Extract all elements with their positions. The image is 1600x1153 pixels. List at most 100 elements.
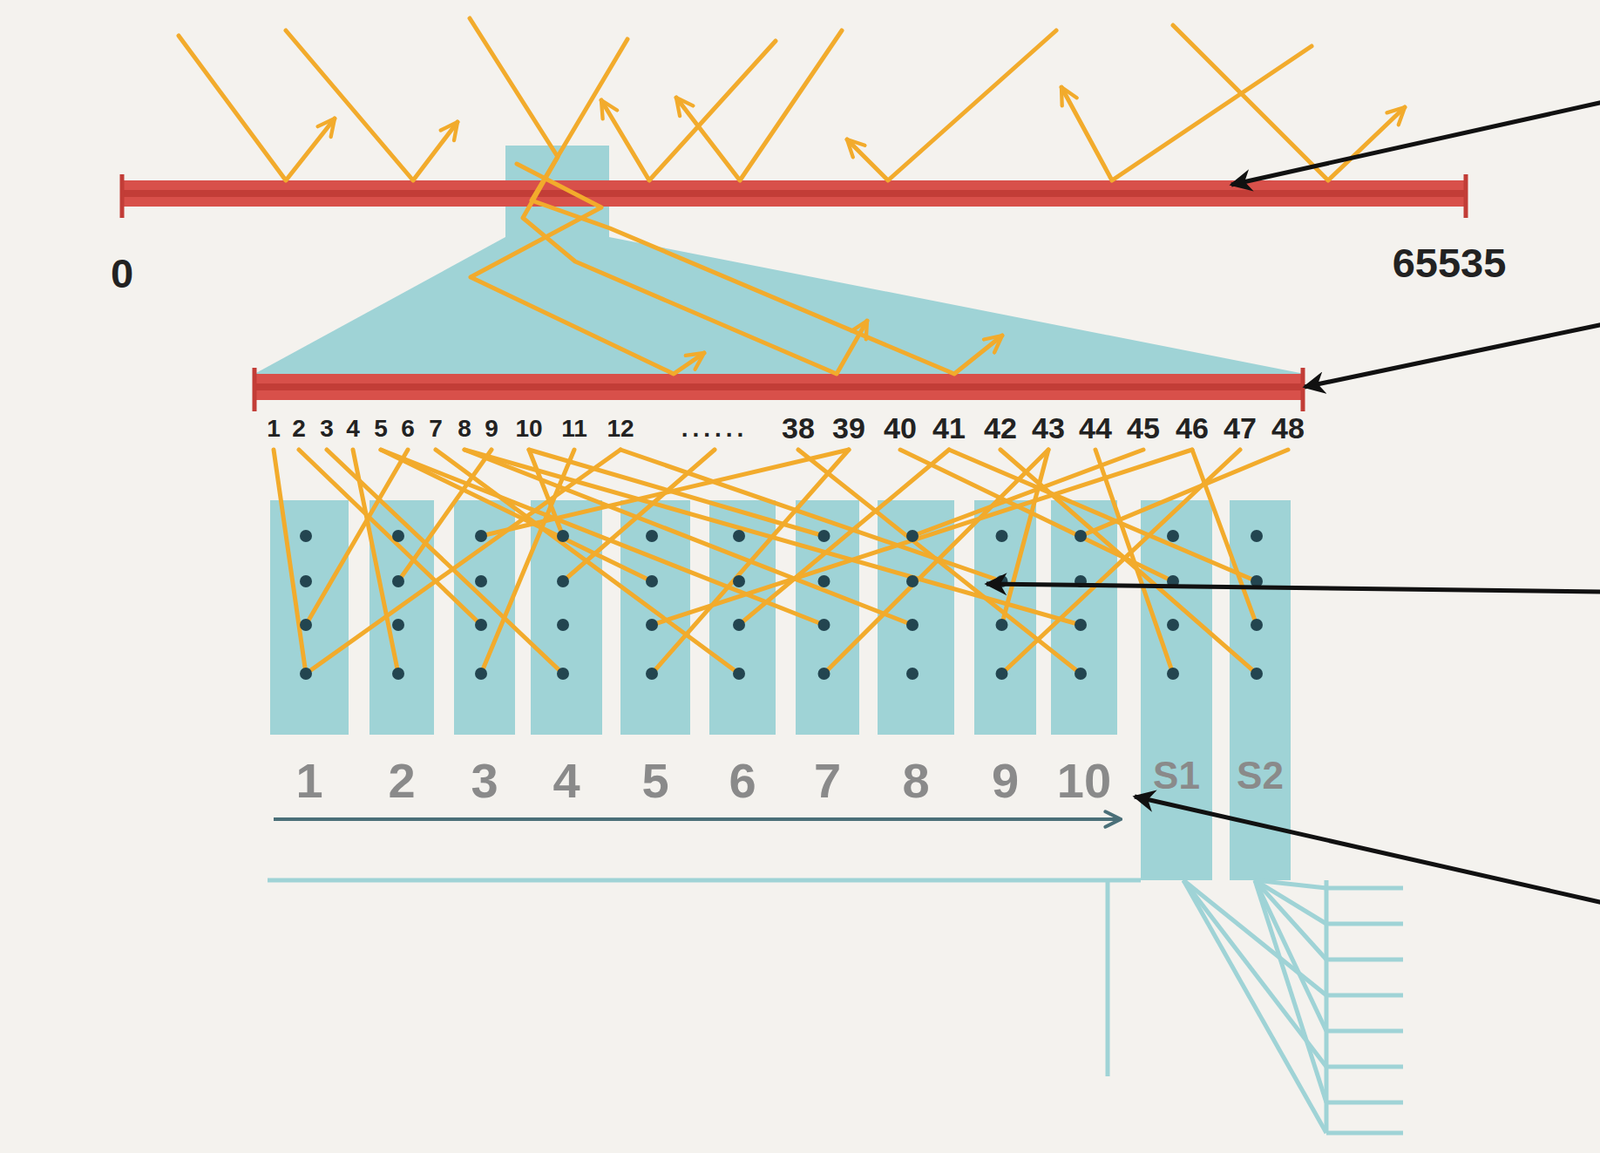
socket-dot — [474, 575, 488, 588]
column-number: 6 — [709, 751, 776, 810]
mapping-line — [651, 449, 1193, 625]
socket-dot — [1074, 529, 1087, 543]
slot-number: 43 — [1031, 411, 1065, 446]
socket-dot — [392, 575, 405, 588]
socket-dot — [299, 529, 312, 543]
socket-dot — [474, 618, 488, 631]
traffic-lines — [178, 18, 1405, 674]
mapping-line — [1080, 449, 1289, 536]
mapping-line — [1095, 449, 1173, 674]
column-number: 4 — [530, 751, 603, 810]
slot-number: 7 — [428, 414, 443, 443]
slot-number: 44 — [1078, 411, 1112, 446]
socket-dot — [1166, 618, 1180, 631]
slot-number: 42 — [983, 411, 1017, 446]
socket-dot — [474, 667, 488, 680]
column-number: S2 — [1229, 752, 1291, 800]
slot-number: 47 — [1223, 411, 1257, 446]
mapping-line — [528, 449, 825, 536]
socket-dot — [645, 575, 658, 588]
slot-number: 2 — [291, 414, 306, 443]
slot-number: 6 — [400, 414, 415, 443]
mapping-line — [528, 449, 563, 536]
slot-number: 46 — [1175, 411, 1209, 446]
slot-column: 2 — [369, 500, 434, 881]
socket-dot — [732, 529, 746, 543]
socket-dot — [906, 575, 919, 588]
socket-dot — [556, 529, 570, 543]
socket-dot — [1250, 667, 1263, 680]
range-end-label: 65535 — [1392, 239, 1507, 287]
column-number: 5 — [620, 751, 691, 810]
slot-number: 4 — [345, 414, 360, 443]
slot-number: 40 — [883, 411, 917, 446]
slot-column: 10 — [1050, 500, 1118, 881]
slot-number: 45 — [1126, 411, 1160, 446]
socket-dot — [392, 618, 405, 631]
socket-dot — [906, 529, 919, 543]
wiring — [267, 880, 1404, 1133]
slot-number: 3 — [319, 414, 334, 443]
socket-dot — [732, 575, 746, 588]
mapping-line — [298, 449, 482, 625]
socket-dot — [645, 667, 658, 680]
socket-dot — [818, 667, 831, 680]
slot-number: 48 — [1271, 411, 1305, 446]
range-end-label: 0 — [110, 250, 134, 298]
socket-dots — [299, 529, 1263, 680]
slot-number: 11 — [561, 414, 588, 443]
column-number: 3 — [454, 751, 516, 810]
slot-bar — [252, 367, 1305, 412]
socket-dot — [818, 575, 831, 588]
mapping-line — [398, 449, 492, 582]
mapping-line — [481, 449, 849, 536]
mapping-line — [651, 449, 849, 674]
slot-column: 1 — [270, 500, 349, 881]
socket-dot — [906, 667, 919, 680]
socket-dot — [474, 529, 488, 543]
socket-dot — [906, 618, 919, 631]
column-number: 8 — [877, 751, 955, 810]
slot-number: 5 — [373, 414, 388, 443]
socket-dot — [645, 529, 658, 543]
slot-number: 9 — [484, 414, 499, 443]
mapping-line — [273, 449, 306, 674]
socket-dot — [299, 575, 312, 588]
socket-dot — [1166, 529, 1180, 543]
socket-dot — [996, 618, 1009, 631]
slot-number: ...... — [681, 414, 749, 443]
socket-dot — [818, 529, 831, 543]
column-number: 9 — [974, 751, 1037, 810]
mapping-line — [380, 449, 825, 625]
socket-dot — [1250, 618, 1263, 631]
socket-dot — [996, 667, 1009, 680]
order-arrow — [273, 817, 1121, 821]
mapping-line — [1002, 449, 1050, 625]
socket-dot — [1250, 529, 1263, 543]
mapping-line — [352, 449, 399, 674]
column-number: 2 — [369, 751, 434, 810]
socket-dot — [556, 667, 570, 680]
port-range-bar — [120, 174, 1468, 218]
leader-lines — [986, 101, 1600, 903]
socket-dot — [556, 575, 570, 588]
mapping-line — [481, 449, 575, 674]
slot-number: 8 — [457, 414, 472, 443]
zoom-trapezoid — [254, 237, 1305, 374]
column-number: S1 — [1140, 752, 1213, 800]
socket-dot — [732, 618, 746, 631]
socket-dot — [299, 618, 312, 631]
socket-dot — [299, 667, 312, 680]
mapping-line — [464, 449, 1081, 625]
socket-dot — [645, 618, 658, 631]
slot-number: 1 — [266, 414, 281, 443]
slot-number: 12 — [606, 414, 634, 443]
column-number: 7 — [795, 751, 860, 810]
slot-column: 3 — [454, 500, 516, 881]
mapping-line — [305, 449, 408, 625]
slot-number: 41 — [932, 411, 966, 446]
socket-dot — [1074, 667, 1087, 680]
